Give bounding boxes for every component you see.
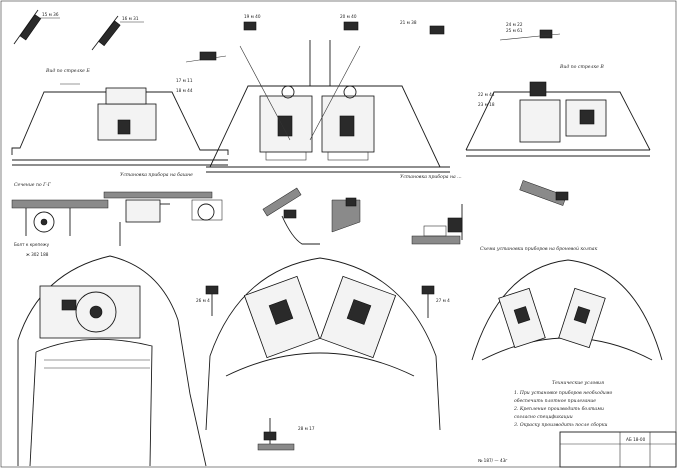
svg-text:16 м 31: 16 м 31 — [122, 16, 139, 21]
detail-center-bracket — [262, 187, 361, 245]
note-4: согласно спецификации — [514, 413, 573, 420]
svg-text:27 м 4: 27 м 4 — [436, 298, 450, 303]
label-view-a: Вид по стрелке Б — [45, 68, 90, 74]
svg-text:22 м 44: 22 м 44 — [478, 92, 495, 97]
svg-text:Болт к крепежу: Болт к крепежу — [14, 242, 50, 247]
title-block: АБ 18-00 № 187/ — 43г — [478, 431, 677, 468]
small-note: № 187/ — 43г — [478, 458, 507, 463]
svg-text:17 м 11: 17 м 11 — [176, 78, 193, 83]
top-left-detail: 15 м 36 16 м 31 — [13, 9, 144, 51]
label-detail-left: Сечение по Г-Г — [14, 182, 52, 188]
turret-section-center — [206, 40, 450, 173]
svg-text:23 м 18: 23 м 18 — [478, 102, 495, 107]
label-detail-mid: Установка прибора на башне — [120, 171, 193, 178]
svg-text:ж 302 188: ж 302 188 — [26, 252, 49, 257]
svg-text:19 м 40: 19 м 40 — [244, 14, 261, 19]
front-view-right: Схема установки приборов на броневой кол… — [471, 245, 663, 361]
notes-block: Технические условия 1. При установке при… — [513, 380, 613, 428]
svg-text:18 м 44: 18 м 44 — [176, 88, 193, 93]
svg-text:28 м 17: 28 м 17 — [298, 426, 315, 431]
note-5: 3. Окраску производить после сборки — [514, 421, 607, 428]
front-view-left — [17, 255, 207, 467]
front-view-center: 26 м 4 27 м 4 — [196, 257, 450, 431]
periscope-heads: 19 м 40 20 м 40 21 м 38 — [185, 14, 445, 63]
turret-section-left: Вид по стрелке Б 17 м 11 18 м 44 — [11, 68, 229, 166]
sheet-code: АБ 18-00 — [626, 437, 646, 442]
svg-text:25 м 61: 25 м 61 — [506, 28, 523, 33]
svg-text:20 м 40: 20 м 40 — [340, 14, 357, 19]
svg-text:26 м 4: 26 м 4 — [196, 298, 210, 303]
label-view-b: Вид по стрелке В — [559, 64, 604, 70]
note-1: 1. При установке приборов необходимо — [514, 389, 613, 396]
note-3: 2. Крепление производить болтами — [513, 405, 604, 412]
notes-header: Технические условия — [552, 380, 604, 386]
detail-right-parts: Установка прибора на ... — [400, 173, 569, 245]
turret-section-right: Вид по стрелке В 22 м 44 23 м 18 — [465, 64, 651, 157]
svg-text:21 м 38: 21 м 38 — [400, 20, 417, 25]
svg-text:24 м 22: 24 м 22 — [506, 22, 523, 27]
detail-left-section: Сечение по Г-Г Болт к крепежу ж 302 188 — [11, 182, 109, 257]
label-detail-right: Установка прибора на ... — [400, 173, 462, 180]
svg-text:15 м 36: 15 м 36 — [42, 12, 59, 17]
bottom-center-stand: 28 м 17 — [257, 418, 315, 451]
label-bottom-right: Схема установки приборов на броневой кол… — [480, 245, 598, 252]
top-right-stub: 24 м 22 25 м 61 — [499, 22, 561, 41]
note-2: обеспечить плотное прилегание — [514, 397, 596, 404]
detail-mid-mount: Установка прибора на башне — [103, 171, 223, 246]
